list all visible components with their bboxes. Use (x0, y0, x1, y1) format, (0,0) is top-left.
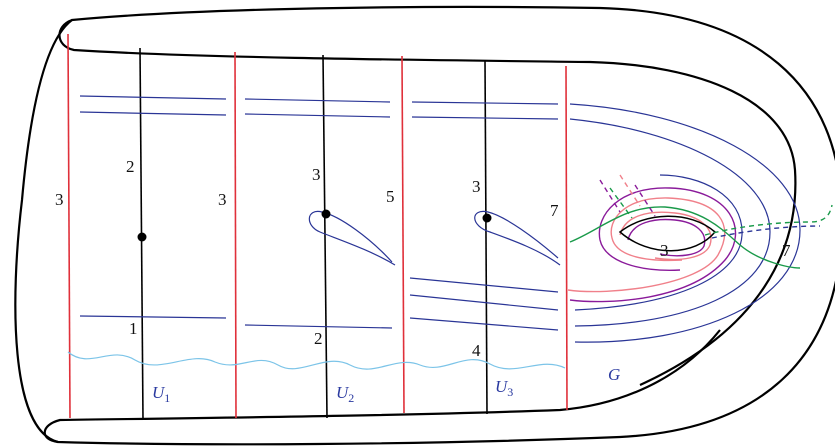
blue-hook-loop-2 (308, 210, 396, 266)
region-u2: U2 (336, 383, 354, 405)
label-n2: 2 (126, 157, 135, 176)
purple-inner-loop (627, 218, 706, 257)
dash-blue-right (711, 225, 821, 239)
dash-pink (619, 174, 641, 207)
label-n11: 3 (660, 241, 669, 260)
blue-top-b-1 (79, 111, 227, 116)
outer-boundary (14, 5, 835, 446)
blue-u3-strand-3 (409, 317, 559, 331)
label-n10: 7 (550, 201, 559, 220)
blue-top-b-2 (244, 113, 391, 118)
region-g: G (608, 365, 620, 384)
pink-spiral-outer (567, 197, 726, 293)
blue-top-a-1 (79, 95, 227, 100)
blue-hook-loop-3 (474, 210, 561, 266)
blue-u3-strand-1 (409, 277, 559, 293)
point-3 (482, 213, 492, 223)
spiral-curves (567, 187, 801, 303)
label-n12: 7 (782, 241, 791, 260)
black-line-2 (322, 54, 328, 419)
label-n4: 3 (218, 190, 227, 209)
marked-points (137, 209, 492, 242)
blue-top-b-3 (411, 116, 559, 120)
wavy-boundary (67, 351, 566, 370)
green-spiral (569, 206, 801, 269)
label-n5: 3 (312, 165, 321, 184)
region-u3: U3 (495, 377, 513, 399)
bottom-lip-curve (43, 329, 721, 444)
blue-bottom-2 (244, 324, 393, 329)
dash-purple (599, 179, 621, 213)
label-n7: 5 (386, 187, 395, 206)
dash-purple-2 (634, 184, 656, 217)
blue-bottom-1 (79, 315, 227, 319)
point-1 (137, 232, 147, 242)
label-n1: 3 (55, 190, 64, 209)
black-verticals (139, 47, 488, 421)
blue-u3-strand-2 (409, 294, 559, 311)
purple-spiral (569, 187, 737, 303)
dash-green (609, 187, 633, 219)
dash-green-right (704, 204, 833, 236)
label-n8: 3 (472, 177, 481, 196)
red-line-2 (234, 51, 237, 419)
numeric-labels: 3 2 1 3 3 2 5 3 4 7 3 7 (55, 157, 791, 360)
top-lip-curve (58, 18, 797, 386)
label-n3: 1 (129, 319, 138, 338)
surface-outline (14, 5, 835, 446)
label-n6: 2 (314, 329, 323, 348)
blue-strands (79, 95, 801, 343)
red-line-4 (565, 65, 568, 411)
black-line-3 (484, 59, 488, 415)
region-u1: U1 (152, 383, 170, 405)
region-labels: U1 U2 U3 G (152, 365, 620, 405)
blue-top-a-2 (244, 98, 391, 103)
blue-top-a-3 (411, 101, 559, 105)
red-line-1 (67, 33, 71, 419)
blue-spiral-mid (574, 174, 743, 311)
dashed-ends (599, 174, 833, 239)
blue-spiral-top-inner (569, 118, 771, 327)
red-line-3 (401, 55, 405, 414)
label-n9: 4 (472, 341, 481, 360)
blue-spiral-top-outer (569, 103, 801, 343)
point-2 (321, 209, 331, 219)
